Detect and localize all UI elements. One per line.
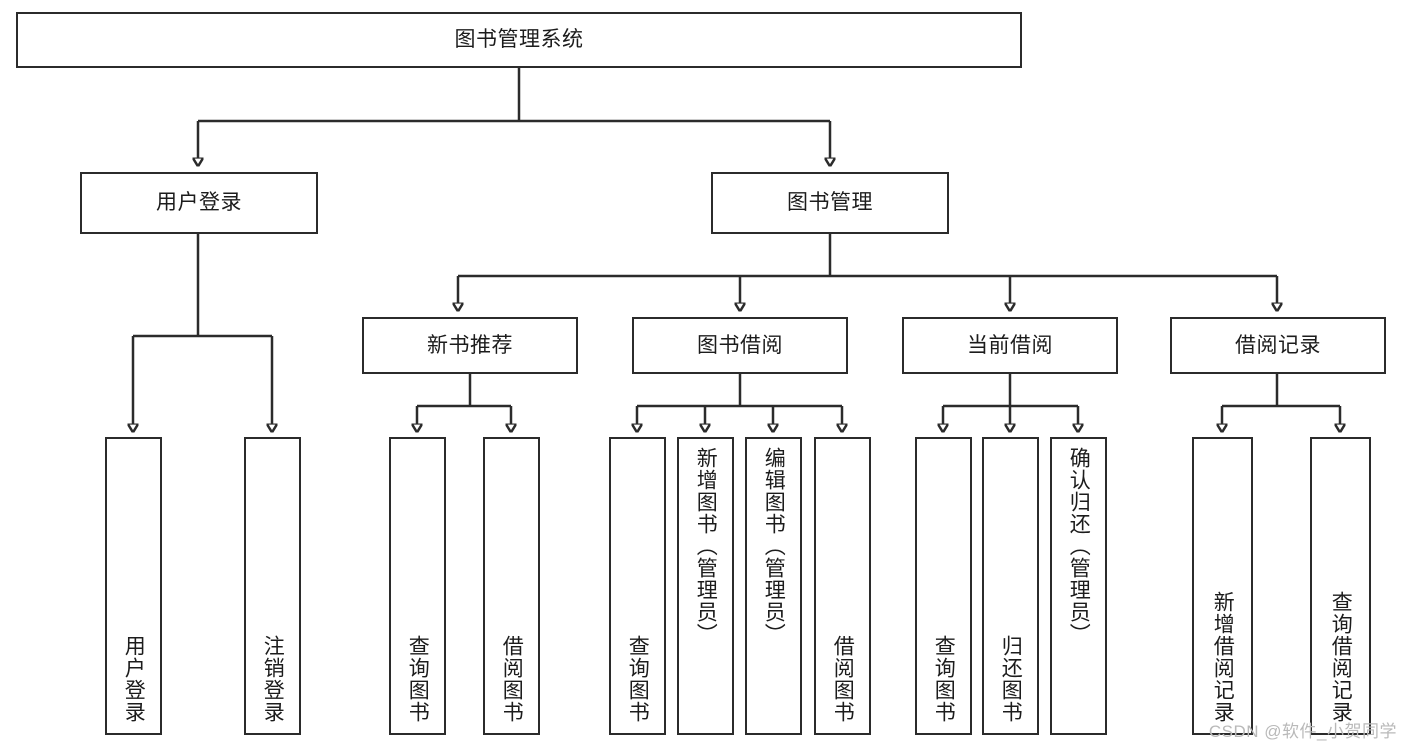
node-label: 查询图书 [406,635,430,723]
node-label: 用户登录 [156,191,242,215]
node-label: 查询图书 [626,635,650,723]
node-borrow-record[interactable]: 借阅记录 [1170,317,1386,374]
node-book-borrow[interactable]: 图书借阅 [632,317,848,374]
leaf-edit-book-admin[interactable]: 编辑图书（管理员） [745,437,802,735]
node-label: 当前借阅 [967,333,1053,357]
node-label: 查询借阅记录 [1329,591,1353,723]
node-label: 用户登录 [122,635,146,723]
node-label: 查询图书 [932,635,956,723]
leaf-add-book-admin[interactable]: 新增图书（管理员） [677,437,734,735]
node-current-borrow[interactable]: 当前借阅 [902,317,1118,374]
node-label: 注销登录 [261,635,285,723]
leaf-add-borrow-record[interactable]: 新增借阅记录 [1192,437,1253,735]
watermark: CSDN @软件_小贺同学 [1208,722,1397,741]
node-label: 借阅图书 [500,635,524,723]
node-book-management[interactable]: 图书管理 [711,172,949,234]
node-label: 图书管理 [787,191,873,215]
node-label: 图书管理系统 [454,28,584,52]
leaf-query-borrow-record[interactable]: 查询借阅记录 [1310,437,1371,735]
leaf-query-book-current[interactable]: 查询图书 [915,437,972,735]
node-label: 确认归还（管理员） [1067,447,1091,645]
leaf-confirm-return-admin[interactable]: 确认归还（管理员） [1050,437,1107,735]
leaf-borrow-book[interactable]: 借阅图书 [814,437,871,735]
node-label: 新增借阅记录 [1211,591,1235,723]
node-new-book-recommend[interactable]: 新书推荐 [362,317,578,374]
leaf-query-book-borrow[interactable]: 查询图书 [609,437,666,735]
leaf-query-book-recommend[interactable]: 查询图书 [389,437,446,735]
node-label: 新书推荐 [427,333,513,357]
node-label: 新增图书（管理员） [694,447,718,645]
node-label: 借阅图书 [831,635,855,723]
leaf-return-book[interactable]: 归还图书 [982,437,1039,735]
leaf-borrow-book-recommend[interactable]: 借阅图书 [483,437,540,735]
node-label: 借阅记录 [1235,333,1321,357]
node-label: 图书借阅 [697,333,783,357]
node-label: 编辑图书（管理员） [762,447,786,645]
node-user-login[interactable]: 用户登录 [80,172,318,234]
node-label: 归还图书 [999,635,1023,723]
leaf-user-login[interactable]: 用户登录 [105,437,162,735]
leaf-logout[interactable]: 注销登录 [244,437,301,735]
node-root-system[interactable]: 图书管理系统 [16,12,1022,68]
